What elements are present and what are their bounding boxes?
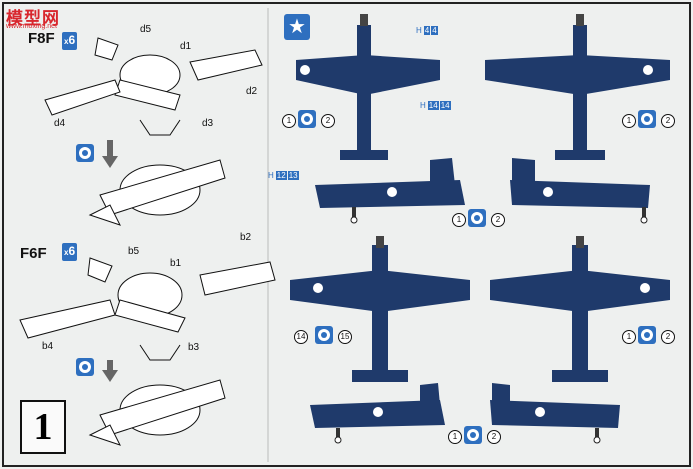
marker-circle: 2 <box>487 430 501 444</box>
decal-symbol-icon <box>298 110 316 128</box>
star-icon: ★ <box>284 14 310 40</box>
marker-circle: 1 <box>448 430 462 444</box>
f8f-assembled <box>88 159 226 226</box>
marker-circle: 2 <box>661 330 675 344</box>
decal-symbol-icon <box>638 110 656 128</box>
marker-circle: 1 <box>282 114 296 128</box>
decal-symbol-icon <box>315 326 333 344</box>
part-label: b5 <box>128 246 140 257</box>
f6f-side-right <box>490 383 620 444</box>
site-url: www.moxing.net <box>6 23 57 30</box>
marker-circle: 1 <box>452 213 466 227</box>
f6f-assembled <box>88 379 226 446</box>
site-logo: 模型网 <box>6 9 60 28</box>
part-label: d4 <box>54 118 66 129</box>
step-number: 1 <box>20 400 66 454</box>
part-label: b3 <box>188 342 200 353</box>
wing-right-d2 <box>189 49 263 81</box>
national-insignia <box>300 65 653 417</box>
f6f-exploded <box>19 257 276 361</box>
f8f-exploded <box>44 37 263 136</box>
part-label: b1 <box>170 258 182 269</box>
gear-d3 <box>139 119 181 136</box>
f6f-top-right <box>490 236 670 382</box>
f8f-top-left <box>296 14 440 160</box>
decal-symbol-icon <box>638 326 656 344</box>
f8f-top-right <box>485 14 670 160</box>
wing-left-b4 <box>19 299 116 339</box>
decal-symbol-icon <box>76 144 94 162</box>
wing-left-d4 <box>44 79 121 116</box>
marker-circle: 15 <box>338 330 352 344</box>
decal-symbol-icon <box>76 358 94 376</box>
gear-b3 <box>139 344 181 361</box>
part-label: d1 <box>180 41 192 52</box>
marker-circle: 1 <box>622 330 636 344</box>
part-label: d2 <box>246 86 258 97</box>
arrow-head <box>102 156 118 168</box>
propeller-d5 <box>94 37 119 61</box>
decal-symbol-icon <box>468 209 486 227</box>
f6f-top-left <box>290 236 470 382</box>
marker-circle: 2 <box>661 114 675 128</box>
qty-badge-f6f: x6 <box>62 243 78 261</box>
marker-circle: 2 <box>321 114 335 128</box>
part-label: b4 <box>42 341 54 352</box>
wing-right-b2 <box>199 261 276 296</box>
qty-badge-f8f: x6 <box>62 32 78 50</box>
marker-circle: 14 <box>294 330 308 344</box>
f8f-side-right <box>510 158 650 224</box>
marker-circle: 1 <box>622 114 636 128</box>
propeller-b5 <box>87 257 113 283</box>
model-f6f: F6F <box>20 245 47 262</box>
part-label: d3 <box>202 118 214 129</box>
part-label: b2 <box>240 232 252 243</box>
part-label: d5 <box>140 24 152 35</box>
decal-symbol-icon <box>464 426 482 444</box>
model-f8f: F8F <box>28 30 55 47</box>
marker-circle: 2 <box>491 213 505 227</box>
